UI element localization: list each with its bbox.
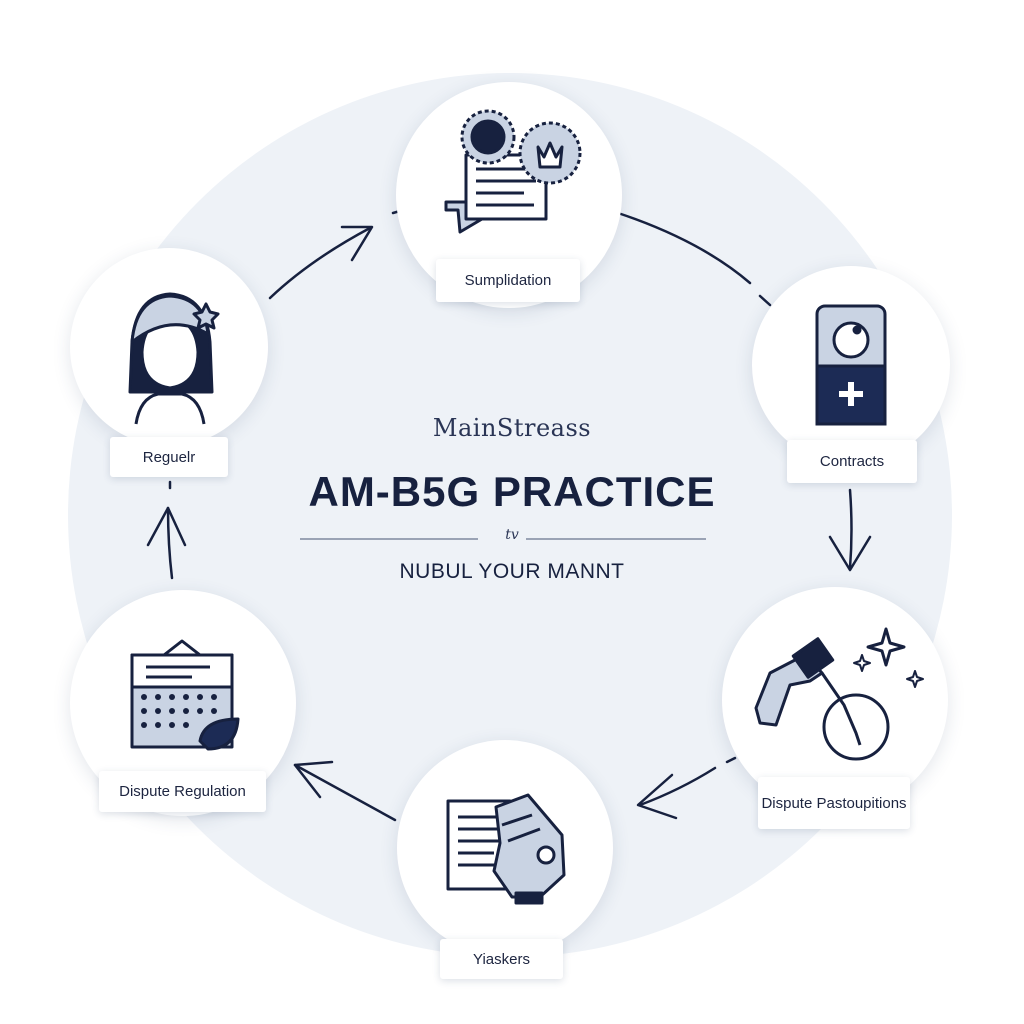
arrow-head [146,506,187,547]
id-tag-icon [815,304,887,426]
cycle-connector [725,756,737,764]
center-tagline: NUBUL YOUR MANNT [399,560,625,583]
arrow-head [293,760,334,799]
node-label: Dispute Pastoupitions [758,777,910,829]
calendar-leaf-icon [130,639,240,751]
node-label: Sumplidation [436,259,580,302]
cycle-connector [758,294,772,307]
node-label: Yiaskers [440,939,563,979]
divider-right [526,538,706,540]
node-label: Dispute Regulation [99,771,266,812]
arrow-head [636,773,678,820]
document-robot-icon [446,793,566,905]
divider-left [300,538,478,540]
center-subtitle: MainStreass [432,414,592,442]
center-small-text: tv [505,527,519,543]
arrow-head [828,535,872,572]
node-label: Reguelr [110,437,228,477]
node-label: Contracts [787,440,917,483]
cycle-arrow [638,766,717,807]
cycle-arrow [166,506,174,580]
tool-sparkles-icon [754,627,924,761]
center-title: AM-B5G PRACTICE [308,468,716,515]
documents-badges-icon [444,109,582,234]
cycle-connector [613,210,752,285]
cycle-arrow [848,488,853,570]
person-avatar-icon [128,292,220,425]
cycle-arrow [293,763,397,822]
cycle-arrow [268,226,372,300]
arrow-head [340,225,374,262]
